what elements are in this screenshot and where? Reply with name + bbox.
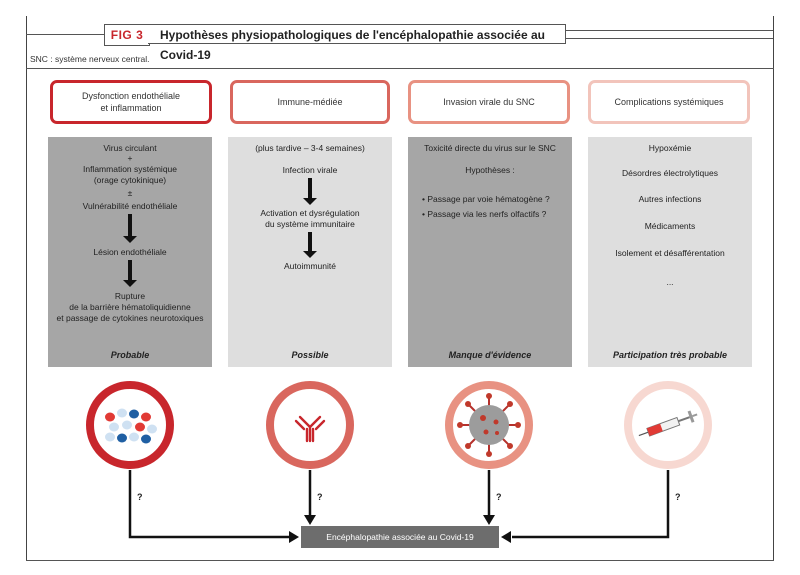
question-mark-2: ? bbox=[317, 492, 323, 502]
figure-title: Hypothèses physiopathologiques de l'encé… bbox=[148, 24, 566, 62]
arrow-down-3 bbox=[303, 178, 317, 205]
frame-left-border bbox=[26, 16, 27, 561]
question-mark-4: ? bbox=[675, 492, 681, 502]
item-rupture: Rupture bbox=[114, 291, 146, 301]
item-activation: Activation et dysrégulation bbox=[260, 208, 360, 218]
title-rule-right-bottom bbox=[566, 38, 773, 39]
item-hypoxemia: Hypoxémie bbox=[648, 143, 692, 153]
item-hematogenous: Passage par voie hématogène ? bbox=[408, 194, 572, 205]
item-direct-toxicity: Toxicité directe du virus sur le SNC bbox=[424, 143, 556, 153]
column-systemic: Hypoxémie Désordres électrolytiques Autr… bbox=[588, 137, 752, 367]
footer-very-probable: Participation très probable bbox=[612, 350, 728, 360]
header-immune-label: Immune-médiée bbox=[277, 97, 343, 107]
item-endothelial-lesion: Lésion endothéliale bbox=[93, 247, 167, 257]
item-electrolytes: Désordres électrolytiques bbox=[622, 168, 718, 178]
header-immune: Immune-médiée bbox=[230, 80, 390, 124]
header-viral-invasion: Invasion virale du SNC bbox=[408, 80, 570, 124]
item-autoimmunity: Autoimmunité bbox=[284, 261, 336, 271]
arrow-down-1 bbox=[123, 214, 137, 243]
item-medications: Médicaments bbox=[644, 221, 696, 231]
syringe-icon bbox=[638, 410, 698, 437]
column-immune: (plus tardive – 3-4 semaines) Infection … bbox=[228, 137, 392, 367]
blood-cells-icon bbox=[105, 408, 157, 444]
header-endothelial-line2: et inflammation bbox=[100, 103, 162, 113]
antibody-icon bbox=[294, 415, 326, 443]
item-later: (plus tardive – 3-4 semaines) bbox=[255, 143, 365, 153]
question-mark-1: ? bbox=[137, 492, 143, 502]
circle-endothelial bbox=[86, 381, 174, 469]
header-viral-invasion-label: Invasion virale du SNC bbox=[443, 97, 535, 107]
footer-possible: Possible bbox=[291, 350, 329, 360]
item-plusminus: ± bbox=[127, 188, 133, 198]
header-systemic: Complications systémiques bbox=[588, 80, 750, 124]
title-rule-left bbox=[26, 34, 104, 35]
arrow-down-2 bbox=[123, 260, 137, 287]
header-endothelial: Dysfonction endothéliale et inflammation bbox=[50, 80, 212, 124]
coronavirus-icon bbox=[457, 393, 521, 457]
frame-right-border bbox=[773, 16, 774, 561]
item-plus: + bbox=[127, 153, 133, 163]
item-isolation: Isolement et désafférentation bbox=[615, 248, 725, 258]
item-virus-circulant: Virus circulant bbox=[103, 143, 157, 153]
item-viral-infection: Infection virale bbox=[282, 165, 338, 175]
header-divider bbox=[26, 68, 774, 69]
item-ellipsis: ... bbox=[666, 277, 674, 287]
circle-systemic bbox=[624, 381, 712, 469]
item-hypotheses: Hypothèses : bbox=[465, 165, 515, 175]
item-immune-system: du système immunitaire bbox=[265, 219, 355, 229]
footer-probable: Probable bbox=[110, 350, 150, 360]
header-systemic-label: Complications systémiques bbox=[614, 97, 724, 107]
result-box: Encéphalopathie associée au Covid-19 bbox=[301, 526, 499, 548]
circle-immune bbox=[266, 381, 354, 469]
item-vulnerability: Vulnérabilité endothéliale bbox=[82, 201, 178, 211]
frame-bottom-border bbox=[26, 560, 774, 561]
question-mark-3: ? bbox=[496, 492, 502, 502]
item-inflammation: Inflammation systémique bbox=[82, 164, 177, 174]
circle-viral-invasion bbox=[445, 381, 533, 469]
arrow-down-4 bbox=[303, 232, 317, 258]
header-endothelial-line1: Dysfonction endothéliale bbox=[81, 91, 181, 101]
abbreviation-note: SNC : système nerveux central. bbox=[30, 54, 150, 64]
item-olfactory: Passage via les nerfs olfactifs ? bbox=[408, 209, 572, 220]
title-rule-right-top bbox=[566, 30, 773, 31]
column-viral-invasion: Toxicité directe du virus sur le SNC Hyp… bbox=[408, 137, 572, 367]
column-endothelial: Virus circulant + Inflammation systémiqu… bbox=[48, 137, 212, 367]
item-blood-brain-barrier: de la barrière hématoliquidienne bbox=[69, 302, 191, 312]
item-neurotoxic-cytokines: et passage de cytokines neurotoxiques bbox=[56, 313, 204, 323]
item-other-infections: Autres infections bbox=[638, 194, 702, 204]
item-cytokine-storm: (orage cytokinique) bbox=[93, 175, 167, 185]
footer-lack-of-evidence: Manque d'évidence bbox=[448, 350, 532, 360]
